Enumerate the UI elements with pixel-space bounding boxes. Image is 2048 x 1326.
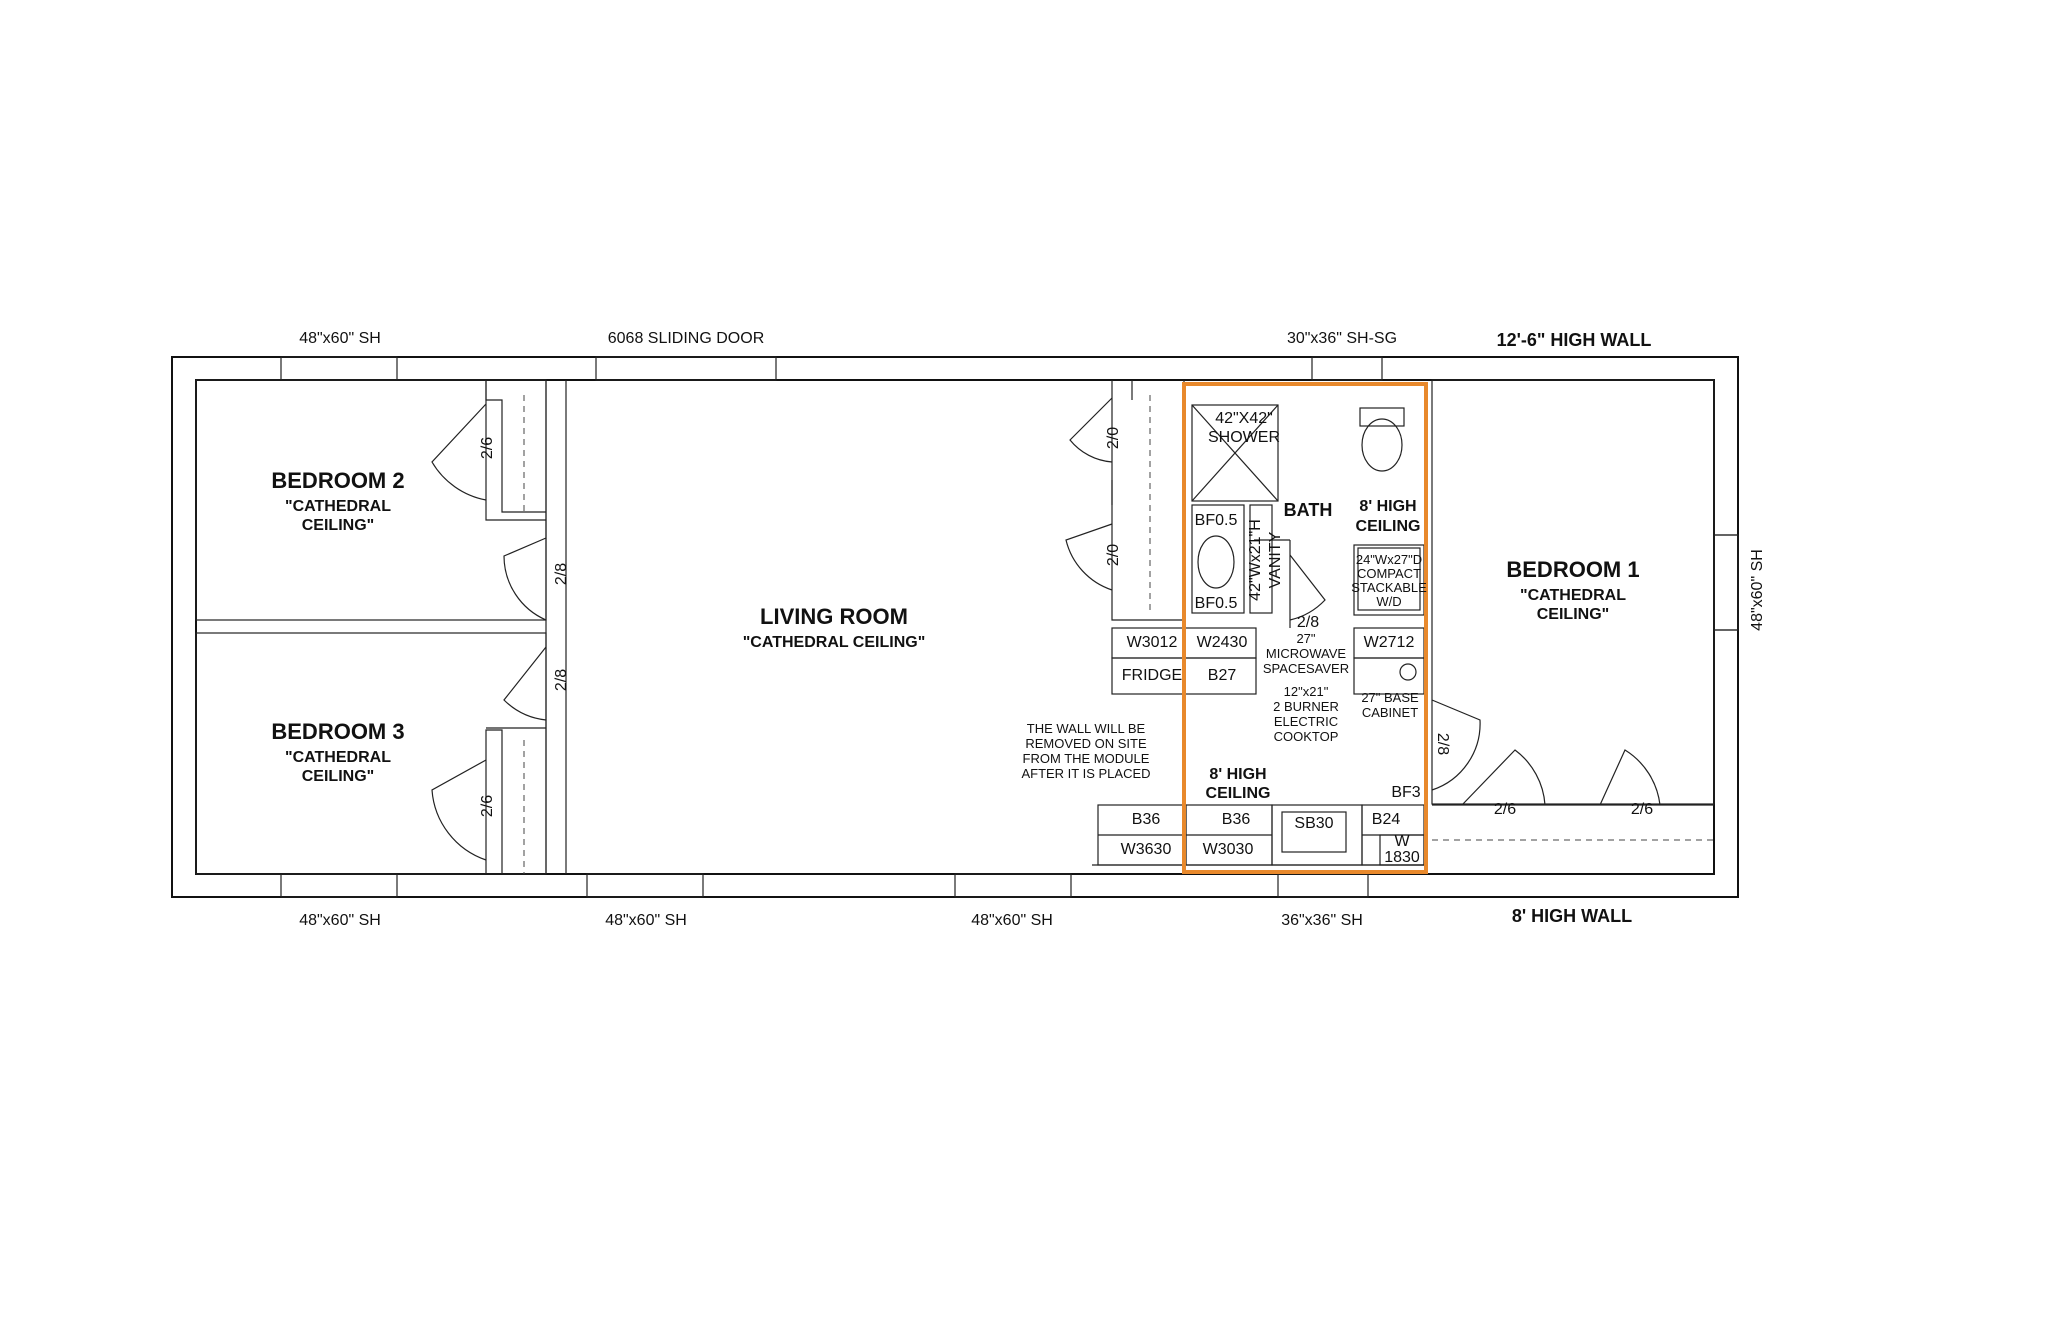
door-bed3: 2/8 [553, 669, 570, 691]
note-line2: REMOVED ON SITE [1025, 736, 1147, 751]
window-bottom-living1: 48"x60" SH [605, 912, 687, 929]
wd-label: W/D [1376, 594, 1401, 609]
bedroom3-sub1: "CATHEDRAL [285, 749, 391, 766]
microwave-spacesaver: SPACESAVER [1263, 661, 1349, 676]
cab-w3030: W3030 [1203, 841, 1254, 858]
door-living-closet1: 2/0 [1105, 427, 1122, 449]
door-bed2-closet: 2/6 [479, 437, 496, 459]
cab-w2430: W2430 [1197, 634, 1248, 651]
bedroom2-title: BEDROOM 2 [271, 468, 404, 493]
fixture-labels: 42"X42" SHOWER BF0.5 BF0.5 42"Wx21"H VAN… [1121, 410, 1427, 866]
cab-w3630: W3630 [1121, 841, 1172, 858]
wall-removal-note: THE WALL WILL BE REMOVED ON SITE FROM TH… [1021, 721, 1150, 781]
window-top-sliding: 6068 SLIDING DOOR [608, 330, 765, 347]
cooktop-electric: ELECTRIC [1274, 714, 1338, 729]
cab-w1830-a: W [1394, 833, 1410, 850]
window-marks [280, 356, 1739, 898]
door-bath: 2/8 [1297, 614, 1319, 631]
bath-ceiling2: CEILING [1356, 518, 1421, 535]
sink-sb30: SB30 [1294, 815, 1333, 832]
living-sub1: "CATHEDRAL CEILING" [743, 634, 926, 651]
cab-bf3: BF3 [1391, 784, 1420, 801]
bedroom3-title: BEDROOM 3 [271, 719, 404, 744]
cab-w2712: W2712 [1364, 634, 1415, 651]
cooktop-label: COOKTOP [1274, 729, 1339, 744]
window-bottom-living2: 48"x60" SH [971, 912, 1053, 929]
shower-label: SHOWER [1208, 429, 1280, 446]
bedroom3-sub2: CEILING" [302, 768, 374, 785]
cab-w3012: W3012 [1127, 634, 1178, 651]
bf-top: BF0.5 [1195, 512, 1238, 529]
microwave-size: 27" [1296, 631, 1315, 646]
bedroom2-sub1: "CATHEDRAL [285, 498, 391, 515]
wall-top-label: 12'-6" HIGH WALL [1497, 330, 1652, 350]
window-labels: 48"x60" SH 6068 SLIDING DOOR 30"x36" SH-… [299, 330, 1766, 929]
cab-b36a: B36 [1132, 811, 1161, 828]
door-swings [431, 397, 1661, 861]
door-bed3-closet: 2/6 [479, 795, 496, 817]
kitchen-ceiling1: 8' HIGH [1209, 766, 1266, 783]
bedroom-walls [195, 379, 567, 875]
fridge-label: FRIDGE [1122, 667, 1182, 684]
door-labels: 2/6 2/8 2/8 2/6 2/0 2/0 2/8 2/8 2/6 2/6 [479, 427, 1653, 818]
window-bottom-kitchen: 36"x36" SH [1281, 912, 1363, 929]
window-top-bed2: 48"x60" SH [299, 330, 381, 347]
wall-bottom-label: 8' HIGH WALL [1512, 906, 1632, 926]
bath-title: BATH [1284, 500, 1333, 520]
note-line3: FROM THE MODULE [1023, 751, 1150, 766]
door-bed1-closet2: 2/6 [1631, 801, 1653, 818]
bedroom1-title: BEDROOM 1 [1506, 557, 1639, 582]
cab-b36b: B36 [1222, 811, 1251, 828]
wd-compact: COMPACT [1357, 566, 1421, 581]
note-line4: AFTER IT IS PLACED [1021, 766, 1150, 781]
base-cabinet2: CABINET [1362, 705, 1418, 720]
bf-bottom: BF0.5 [1195, 595, 1238, 612]
window-top-bath: 30"x36" SH-SG [1287, 330, 1397, 347]
window-right-bed1: 48"x60" SH [1749, 549, 1766, 631]
bedroom1-sub2: CEILING" [1537, 606, 1609, 623]
microwave-label: MICROWAVE [1266, 646, 1346, 661]
window-bottom-bed3: 48"x60" SH [299, 912, 381, 929]
base-cabinet1: 27" BASE [1361, 690, 1419, 705]
cab-w1830-b: 1830 [1384, 849, 1420, 866]
cab-b24: B24 [1372, 811, 1401, 828]
highlighted-bath-kitchen-area [1182, 382, 1428, 874]
door-bed2: 2/8 [553, 563, 570, 585]
note-line1: THE WALL WILL BE [1027, 721, 1146, 736]
shower-size: 42"X42" [1215, 410, 1273, 427]
bath-fixtures [1191, 379, 1738, 841]
cooktop-size: 12"x21" [1284, 684, 1329, 699]
door-bed1-closet1: 2/6 [1494, 801, 1516, 818]
cab-b27: B27 [1208, 667, 1237, 684]
bedroom2-sub2: CEILING" [302, 517, 374, 534]
bedroom1-sub1: "CATHEDRAL [1520, 587, 1626, 604]
cooktop-burner: 2 BURNER [1273, 699, 1339, 714]
wd-stackable: STACKABLE [1351, 580, 1427, 595]
wd-size: 24"Wx27"D [1356, 552, 1422, 567]
room-labels: BEDROOM 2 "CATHEDRAL CEILING" BEDROOM 3 … [271, 468, 1639, 802]
living-title: LIVING ROOM [760, 604, 908, 629]
kitchen-ceiling2: CEILING [1206, 785, 1271, 802]
door-living-closet2: 2/0 [1105, 544, 1122, 566]
door-bed1: 2/8 [1434, 733, 1451, 755]
vanity-label: VANITY [1267, 531, 1284, 588]
vanity-size: 42"Wx21"H [1247, 519, 1264, 601]
bath-ceiling1: 8' HIGH [1359, 498, 1416, 515]
